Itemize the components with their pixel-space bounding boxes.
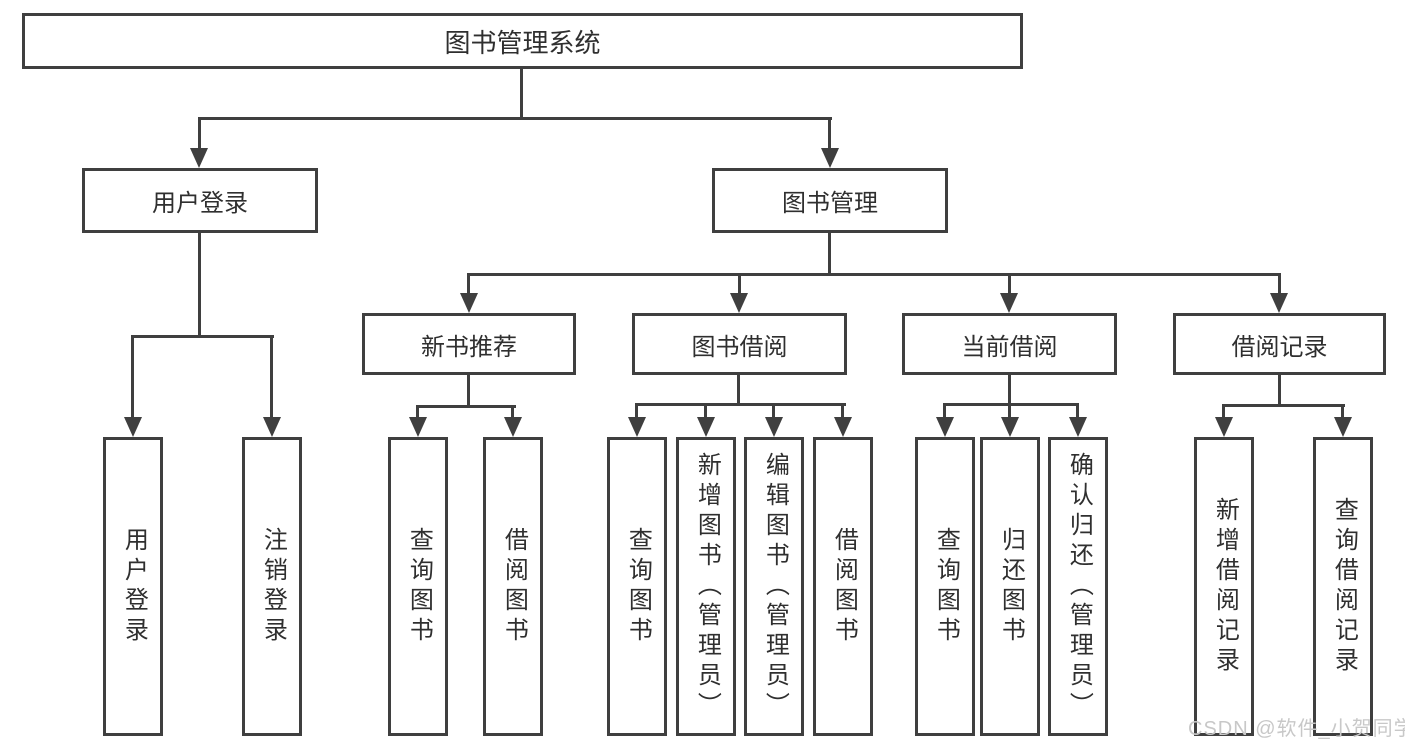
connector-line	[737, 375, 740, 406]
connector-line	[520, 69, 523, 120]
arrow-down-icon	[1001, 417, 1019, 437]
node-book-management: 图书管理	[712, 168, 948, 233]
leaf-current-query-books: 查询图书	[915, 437, 975, 736]
node-book-borrowing: 图书借阅	[632, 313, 847, 375]
leaf-current-query-books-label: 查询图书	[932, 526, 960, 647]
leaf-add-books-admin-label: 新增图书（管理员）	[693, 451, 721, 722]
connector-line	[1341, 404, 1344, 417]
arrow-down-icon	[1069, 417, 1087, 437]
node-user-login: 用户登录	[82, 168, 318, 233]
arrow-down-icon	[124, 417, 142, 437]
leaf-borrowing-query-books-label: 查询图书	[624, 526, 652, 647]
connector-line	[1222, 404, 1345, 407]
connector-line	[467, 273, 470, 293]
node-borrowing-records-label: 借阅记录	[1231, 333, 1328, 361]
node-root-label: 图书管理系统	[444, 27, 601, 58]
leaf-add-borrow-record: 新增借阅记录	[1194, 437, 1254, 736]
leaf-recommend-query-books: 查询图书	[388, 437, 448, 736]
connector-line	[635, 403, 638, 417]
connector-line	[467, 273, 1281, 276]
csdn-watermark: CSDN @软件_小贺同学	[1188, 718, 1405, 740]
arrow-down-icon	[409, 417, 427, 437]
node-book-management-label: 图书管理	[782, 190, 878, 217]
leaf-logout: 注销登录	[242, 437, 302, 736]
leaf-query-borrow-record: 查询借阅记录	[1313, 437, 1373, 736]
connector-line	[198, 233, 201, 338]
arrow-down-icon	[460, 293, 478, 313]
connector-line	[416, 405, 516, 408]
connector-line	[704, 403, 707, 417]
node-new-book-recommend: 新书推荐	[362, 313, 576, 375]
connector-line	[416, 405, 419, 417]
node-borrowing-records: 借阅记录	[1173, 313, 1386, 375]
leaf-recommend-borrow-books: 借阅图书	[483, 437, 543, 736]
leaf-logout-label: 注销登录	[259, 526, 287, 647]
leaf-edit-books-admin-label: 编辑图书（管理员）	[761, 451, 789, 722]
connector-line	[1008, 273, 1011, 293]
node-current-borrowing: 当前借阅	[902, 313, 1117, 375]
leaf-add-borrow-record-label: 新增借阅记录	[1211, 496, 1239, 677]
leaf-add-books-admin: 新增图书（管理员）	[676, 437, 736, 736]
leaf-confirm-return-admin-label: 确认归还（管理员）	[1065, 451, 1093, 722]
connector-line	[1008, 375, 1011, 406]
connector-line	[1222, 404, 1225, 417]
leaf-user-login-label: 用户登录	[120, 526, 148, 647]
arrow-down-icon	[1270, 293, 1288, 313]
leaf-borrowing-borrow-books-label: 借阅图书	[830, 526, 858, 647]
connector-line	[198, 117, 201, 148]
node-current-borrowing-label: 当前借阅	[961, 333, 1058, 361]
arrow-down-icon	[628, 417, 646, 437]
connector-line	[635, 403, 846, 406]
arrow-down-icon	[765, 417, 783, 437]
leaf-borrowing-query-books: 查询图书	[607, 437, 667, 736]
node-root: 图书管理系统	[22, 13, 1023, 69]
arrow-down-icon	[504, 417, 522, 437]
arrow-down-icon	[190, 148, 208, 168]
leaf-query-borrow-record-label: 查询借阅记录	[1330, 496, 1358, 677]
leaf-return-books: 归还图书	[980, 437, 1040, 736]
leaf-recommend-borrow-books-label: 借阅图书	[500, 526, 528, 647]
arrow-down-icon	[697, 417, 715, 437]
arrow-down-icon	[730, 293, 748, 313]
arrow-down-icon	[263, 417, 281, 437]
connector-line	[841, 403, 844, 417]
arrow-down-icon	[1334, 417, 1352, 437]
arrow-down-icon	[821, 148, 839, 168]
leaf-confirm-return-admin: 确认归还（管理员）	[1048, 437, 1108, 736]
leaf-recommend-query-books-label: 查询图书	[405, 526, 433, 647]
node-book-borrowing-label: 图书借阅	[691, 333, 788, 361]
connector-line	[1278, 273, 1281, 293]
connector-line	[1076, 403, 1079, 417]
connector-line	[270, 335, 273, 417]
connector-line	[131, 335, 134, 417]
connector-line	[198, 117, 832, 120]
arrow-down-icon	[1215, 417, 1233, 437]
connector-line	[828, 233, 831, 276]
connector-line	[828, 117, 831, 148]
connector-line	[467, 375, 470, 408]
connector-line	[1278, 375, 1281, 407]
leaf-user-login: 用户登录	[103, 437, 163, 736]
connector-line	[772, 403, 775, 417]
connector-line	[511, 405, 514, 417]
leaf-edit-books-admin: 编辑图书（管理员）	[744, 437, 804, 736]
connector-line	[943, 403, 1079, 406]
arrow-down-icon	[834, 417, 852, 437]
leaf-borrowing-borrow-books: 借阅图书	[813, 437, 873, 736]
connector-line	[943, 403, 946, 417]
leaf-return-books-label: 归还图书	[997, 526, 1025, 647]
node-user-login-label: 用户登录	[152, 190, 248, 217]
arrow-down-icon	[936, 417, 954, 437]
node-new-book-recommend-label: 新书推荐	[421, 333, 517, 361]
connector-line	[738, 273, 741, 293]
arrow-down-icon	[1000, 293, 1018, 313]
connector-line	[1008, 403, 1011, 417]
connector-line	[131, 335, 274, 338]
